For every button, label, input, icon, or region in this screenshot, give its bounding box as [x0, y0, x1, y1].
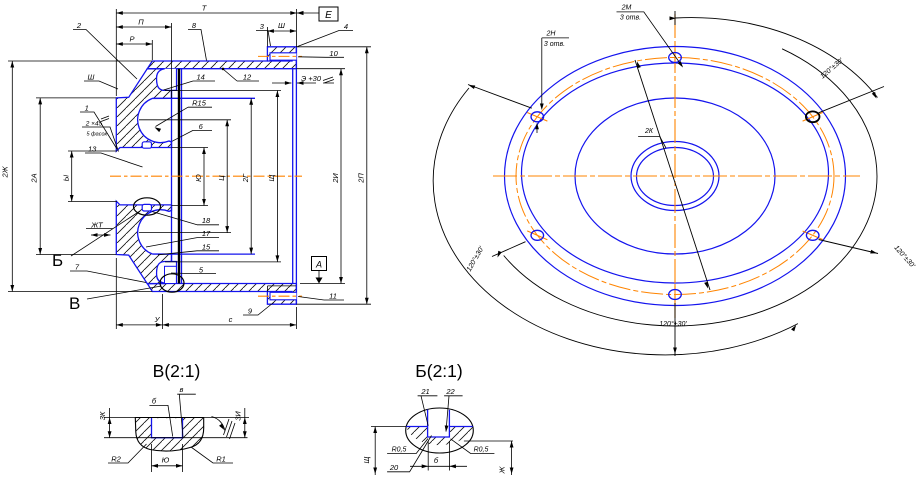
svg-text:3 отв.: 3 отв. [544, 41, 565, 48]
svg-text:А: А [315, 260, 322, 270]
svg-text:2Ж: 2Ж [1, 165, 10, 178]
svg-text:Щ: Щ [267, 174, 276, 181]
svg-text:R1: R1 [216, 455, 226, 464]
svg-text:2П: 2П [357, 173, 366, 184]
svg-text:13: 13 [88, 145, 97, 154]
svg-text:б: б [434, 456, 439, 465]
svg-text:с: с [229, 315, 233, 324]
svg-text:Э +30: Э +30 [301, 74, 322, 83]
svg-text:5 фасок: 5 фасок [86, 132, 107, 138]
svg-text:Ы: Ы [62, 174, 71, 181]
svg-text:R0,5: R0,5 [392, 447, 407, 454]
svg-text:2Н: 2Н [546, 31, 557, 38]
svg-text:2К: 2К [644, 128, 654, 135]
svg-text:2 ×45: 2 ×45 [85, 121, 103, 128]
svg-text:120°±30': 120°±30' [465, 245, 486, 273]
svg-text:10: 10 [329, 49, 338, 58]
svg-text:3: 3 [260, 22, 265, 31]
svg-text:Б(2:1): Б(2:1) [415, 361, 462, 381]
svg-text:в: в [180, 385, 184, 394]
svg-text:5: 5 [199, 266, 204, 275]
svg-text:120°±30': 120°±30' [819, 56, 846, 80]
svg-text:20: 20 [389, 463, 399, 472]
svg-text:3 отв.: 3 отв. [620, 15, 641, 22]
svg-text:Е: Е [325, 10, 332, 21]
svg-text:11: 11 [329, 292, 337, 301]
svg-text:В(2:1): В(2:1) [153, 361, 201, 381]
svg-text:б: б [152, 397, 157, 406]
svg-text:Ш: Ш [278, 21, 285, 30]
svg-text:1: 1 [85, 104, 89, 113]
svg-text:2: 2 [76, 21, 82, 30]
svg-text:18: 18 [202, 216, 211, 225]
svg-text:8: 8 [192, 21, 197, 30]
svg-text:R15: R15 [192, 99, 207, 108]
svg-text:Б: Б [52, 251, 63, 270]
svg-text:2А: 2А [30, 173, 39, 183]
svg-text:9: 9 [248, 307, 253, 316]
svg-text:Р: Р [129, 35, 134, 44]
svg-text:Ж: Ж [498, 465, 507, 474]
svg-text:Т: Т [202, 4, 208, 13]
svg-text:Щ: Щ [362, 456, 371, 463]
svg-text:Ц: Ц [217, 175, 226, 181]
svg-text:Ш: Ш [88, 73, 95, 82]
svg-text:У: У [154, 315, 161, 324]
svg-text:15: 15 [202, 243, 211, 252]
svg-text:В: В [69, 294, 80, 313]
svg-text:3И: 3И [234, 411, 243, 421]
svg-text:П: П [138, 18, 144, 27]
svg-text:6: 6 [199, 122, 204, 131]
svg-text:2И: 2И [331, 173, 340, 184]
svg-text:ЖТ: ЖТ [90, 221, 104, 230]
svg-text:14: 14 [197, 73, 205, 82]
svg-text:3К: 3К [98, 411, 107, 420]
svg-text:2Г: 2Г [241, 173, 250, 183]
svg-text:R0,5: R0,5 [474, 447, 489, 454]
svg-text:22: 22 [445, 387, 455, 396]
svg-text:4: 4 [344, 22, 348, 31]
svg-text:R2: R2 [111, 455, 121, 464]
svg-text:120°±30': 120°±30' [892, 244, 916, 270]
svg-text:17: 17 [202, 229, 211, 238]
svg-text:21: 21 [420, 387, 429, 396]
svg-text:7: 7 [75, 263, 80, 272]
svg-text:Ю: Ю [194, 174, 203, 182]
svg-text:120°±30': 120°±30' [659, 320, 687, 328]
svg-text:2М: 2М [621, 5, 632, 12]
svg-text:12: 12 [243, 73, 252, 82]
svg-text:Ю: Ю [162, 456, 170, 465]
